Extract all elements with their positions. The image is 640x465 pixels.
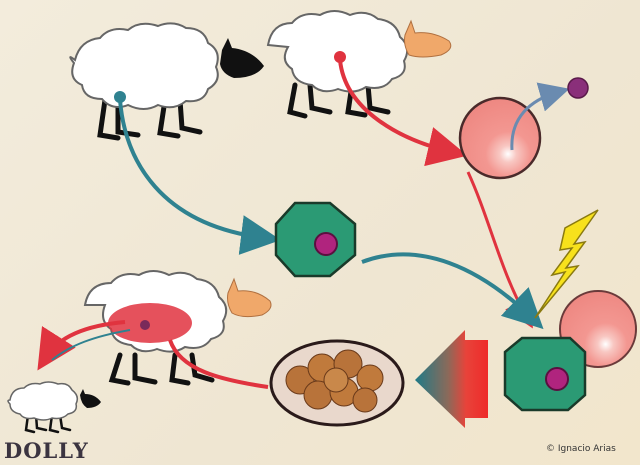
dolly-lamb (7, 381, 101, 434)
lightning-bolt-icon (534, 209, 599, 319)
sheep-black-face (220, 38, 264, 78)
red-egg-dot (334, 51, 346, 63)
lamb-black-face (80, 389, 101, 408)
surrogate-sheep (37, 270, 272, 389)
transfer-arrow-icon (415, 330, 488, 428)
dolly-label: DOLLY (4, 438, 89, 463)
donor-sheep (69, 22, 264, 141)
sheep-tan-face (404, 19, 452, 58)
egg-donor-sheep (266, 10, 452, 119)
egg-cell (458, 96, 542, 180)
implanted-embryo (140, 320, 150, 330)
fused-somatic-cell (503, 336, 587, 412)
red-arrow-dish-to-uterus (168, 339, 269, 389)
red-arrow-sheep-to-egg (338, 59, 468, 167)
teal-arrow-donor-to-cell (118, 99, 281, 255)
red-arrow-birth (37, 320, 126, 371)
sheep-legs (97, 97, 203, 141)
nucleus-removal-arrow (510, 82, 570, 151)
fused-nucleus (545, 367, 569, 391)
sheep-wool (266, 10, 409, 93)
teal-arrow-cell-to-fusion (361, 252, 544, 330)
sheep-wool (69, 22, 219, 110)
removed-nucleus (567, 77, 589, 99)
sheep-legs (108, 352, 215, 386)
red-arrow-egg-to-fusion (466, 171, 533, 329)
uterus (108, 303, 192, 343)
lamb-wool (7, 381, 79, 421)
teal-cell-dot (114, 91, 126, 103)
credit-text: © Ignacio Arias (546, 444, 616, 454)
embryo-cluster (285, 349, 384, 413)
somatic-nucleus (314, 232, 338, 256)
sheep-tan-face (227, 277, 272, 318)
teal-arrow-birth (51, 329, 131, 361)
